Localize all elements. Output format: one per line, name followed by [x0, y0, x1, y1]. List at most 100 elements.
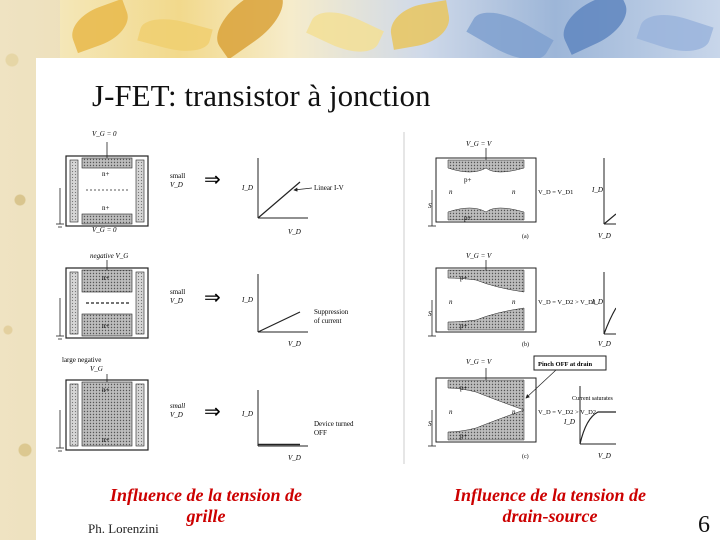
axis-y-label: I_D	[591, 298, 603, 306]
drain-label: V_D	[170, 181, 183, 189]
p-plus-label: p+	[464, 214, 472, 222]
iv-curve	[603, 307, 616, 335]
iv-curve	[257, 311, 301, 333]
iv-curve	[257, 181, 301, 219]
leaf-banner	[60, 0, 720, 62]
top-depletion	[447, 159, 525, 173]
drain-label: small	[170, 402, 185, 410]
leaf-decoration	[554, 0, 636, 55]
right-row-1: V_G = V p+ p+ S n n V_D = V_D1 (a) I_D V…	[428, 140, 616, 240]
gate-label: V_G = 0	[92, 130, 117, 138]
gate-label: V_G = 0	[92, 226, 117, 234]
region-label: n	[512, 408, 516, 416]
drain-equation: V_D = V_D2 > V_D2	[538, 409, 596, 416]
implies-arrow-icon: ⇒	[204, 287, 221, 309]
top-depletion	[447, 269, 525, 293]
leaf-decoration	[636, 6, 714, 60]
axis-y-label: I_D	[241, 410, 253, 418]
leaf-decoration	[466, 0, 554, 62]
n-plus-label: n+	[102, 386, 110, 394]
bottom-depletion	[447, 307, 525, 331]
iv-curve	[579, 411, 616, 445]
graph-label: Device turned	[314, 420, 354, 428]
bottom-depletion	[447, 409, 525, 441]
left-row-3: large negative V_G n+ n+ small V_D ⇒ I_D…	[56, 356, 354, 462]
leaf-decoration	[205, 0, 295, 60]
graph-label: of current	[314, 317, 341, 325]
drain-equation: V_D = V_D2 > V_D1	[538, 299, 596, 306]
left-row-2: negative V_G n+ n+ small V_D ⇒ I_D V_D S…	[56, 252, 349, 348]
n-plus-label: n+	[102, 436, 110, 444]
region-label: n	[512, 188, 516, 196]
graph-label: OFF	[314, 429, 327, 437]
drain-contact	[135, 271, 145, 335]
page-number: 6	[698, 512, 710, 538]
drain-label: small	[170, 288, 185, 296]
region-label: n	[449, 408, 453, 416]
saturation-label: Current saturates	[572, 396, 613, 402]
axis-x-label: V_D	[598, 232, 611, 240]
right-row-2: V_G = V p+ p+ S n n V_D = V_D2 > V_D1 (b…	[428, 252, 616, 348]
source-contact	[69, 383, 79, 447]
axis-y-label: I_D	[241, 184, 253, 192]
bottom-depletion	[81, 313, 133, 337]
drain-equation: V_D = V_D1	[538, 189, 573, 196]
p-plus-label: p+	[460, 384, 468, 392]
drain-contact	[135, 159, 145, 223]
source-contact	[69, 159, 79, 223]
gate-label: V_G = V	[466, 358, 492, 366]
graph-label: Suppression	[314, 308, 349, 316]
gate-label: V_G = V	[466, 140, 492, 148]
label-pointer	[293, 187, 313, 192]
top-gate	[81, 157, 133, 169]
slide-title: J-FET: transistor à jonction	[92, 78, 431, 113]
iv-curve	[603, 213, 616, 225]
axis-y-label: I_D	[563, 418, 575, 426]
gate-label: large negative	[62, 356, 101, 364]
pinch-off-box	[533, 355, 607, 371]
right-row-3: V_G = V Pinch OFF at drain p+ p+ S n n V…	[428, 355, 616, 460]
gate-label: negative V_G	[90, 252, 128, 260]
leaf-decoration	[137, 11, 213, 59]
leaf-decoration	[386, 0, 454, 50]
source-label: S	[428, 420, 432, 428]
p-plus-label: p+	[460, 432, 468, 440]
drain-contact	[135, 383, 145, 447]
drain-label: small	[170, 172, 185, 180]
source-contact	[69, 271, 79, 335]
n-plus-label: n+	[102, 204, 110, 212]
gate-label: V_G	[90, 365, 103, 373]
caption-gate-voltage: Influence de la tension de grille	[110, 485, 302, 526]
source-label: S	[428, 202, 432, 210]
p-plus-label: p+	[460, 322, 468, 330]
p-plus-label: p+	[460, 274, 468, 282]
panel-label: (b)	[522, 341, 529, 348]
axis-x-label: V_D	[288, 454, 301, 462]
n-plus-label: n+	[102, 322, 110, 330]
top-depletion	[447, 379, 525, 411]
leaf-decoration	[306, 1, 384, 62]
axis-x-label: V_D	[598, 452, 611, 460]
pinch-off-label: Pinch OFF at drain	[538, 361, 592, 368]
implies-arrow-icon: ⇒	[204, 169, 221, 191]
region-label: n	[512, 298, 516, 306]
left-row-1: V_G = 0 n+ n+ small V_D V_G = 0 ⇒ I_D V_…	[56, 130, 344, 236]
caption-drain-source-voltage: Influence de la tension de drain-source	[454, 485, 646, 526]
gate-label: V_G = V	[466, 252, 492, 260]
jfet-figure: V_G = 0 n+ n+ small V_D V_G = 0 ⇒ I_D V_…	[56, 130, 616, 464]
graph-label: Linear I-V	[314, 184, 344, 192]
region-label: n	[449, 298, 453, 306]
leaf-decoration	[65, 0, 135, 54]
author-footer: Ph. Lorenzini	[88, 521, 159, 536]
source-label: S	[428, 310, 432, 318]
panel-label: (c)	[522, 453, 529, 460]
axis-y-label: I_D	[241, 296, 253, 304]
drain-label: V_D	[170, 411, 183, 419]
implies-arrow-icon: ⇒	[204, 401, 221, 423]
n-plus-label: n+	[102, 170, 110, 178]
p-plus-label: p+	[464, 176, 472, 184]
bottom-depletion	[447, 207, 525, 221]
pinch-pointer	[525, 369, 557, 399]
axis-y-label: I_D	[591, 186, 603, 194]
